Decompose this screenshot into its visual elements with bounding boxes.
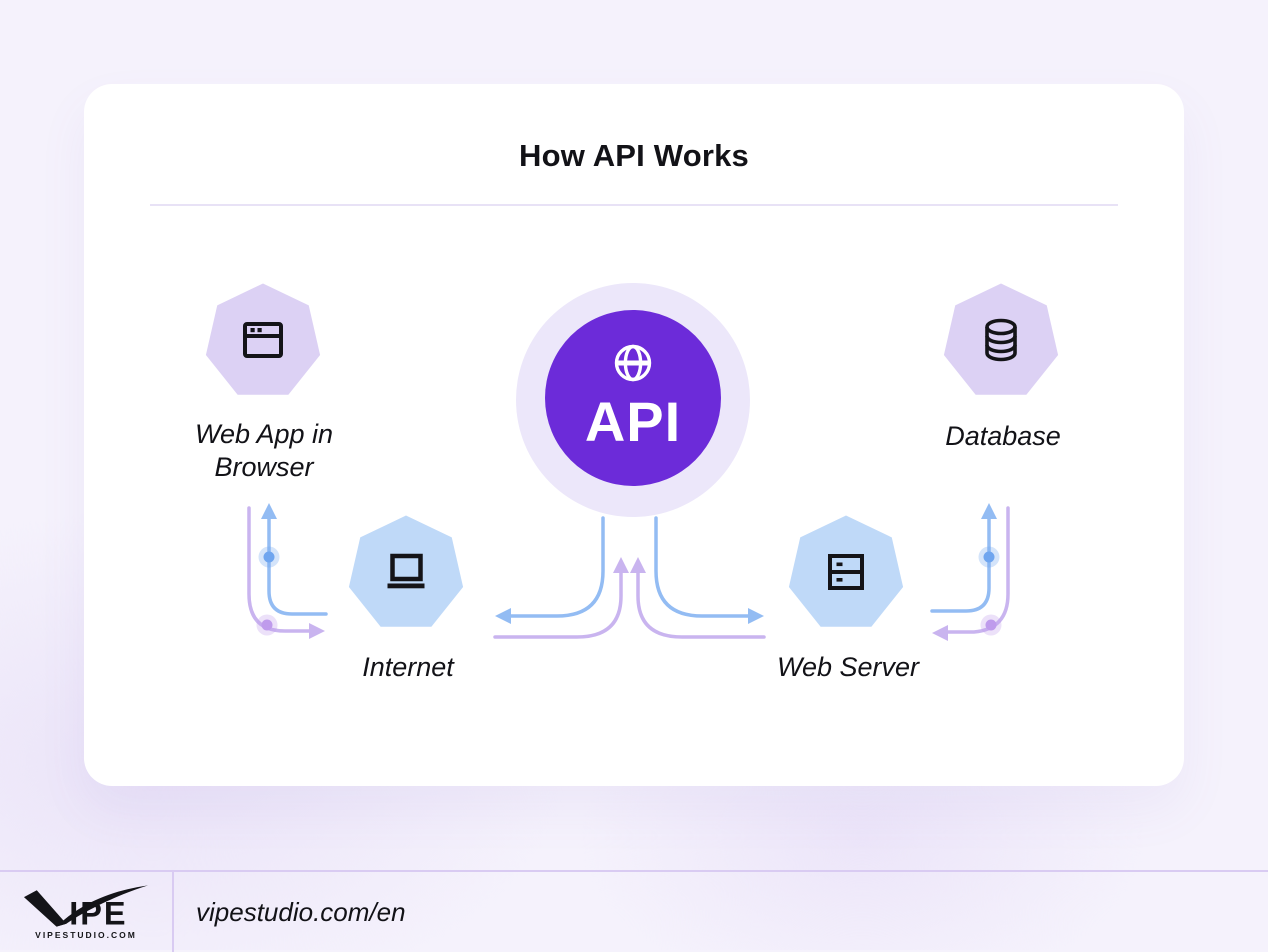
node-web-app-label: Web App in Browser <box>194 419 334 482</box>
title-divider <box>150 204 1118 206</box>
server-icon <box>826 552 866 597</box>
api-label: API <box>584 390 682 453</box>
node-internet <box>348 515 464 627</box>
vipe-logo-letters: IPE <box>69 896 127 928</box>
node-web-app <box>205 283 321 395</box>
node-web-server-label: Web Server <box>776 652 920 682</box>
database-icon <box>981 317 1021 368</box>
vipe-logo-tagline: VIPESTUDIO.COM <box>35 930 137 940</box>
footer-divider <box>172 872 174 952</box>
globe-icon <box>611 341 655 385</box>
api-halo: API <box>516 283 750 517</box>
browser-window-icon <box>242 321 284 364</box>
node-database-label: Database <box>945 421 1061 451</box>
api-node: API <box>545 310 721 486</box>
vipe-logo-icon: IPE <box>23 885 149 928</box>
vipe-logo: IPE VIPESTUDIO.COM <box>0 872 172 952</box>
diagram-card: How API Works Web App in Browser Databas… <box>84 84 1184 786</box>
laptop-icon <box>384 553 428 596</box>
node-database <box>943 283 1059 395</box>
footer-url: vipestudio.com/en <box>196 896 406 927</box>
page-title: How API Works <box>519 138 749 173</box>
footer-bar: IPE VIPESTUDIO.COM vipestudio.com/en <box>0 870 1268 952</box>
node-internet-label: Internet <box>362 652 454 682</box>
node-web-server <box>788 515 904 627</box>
